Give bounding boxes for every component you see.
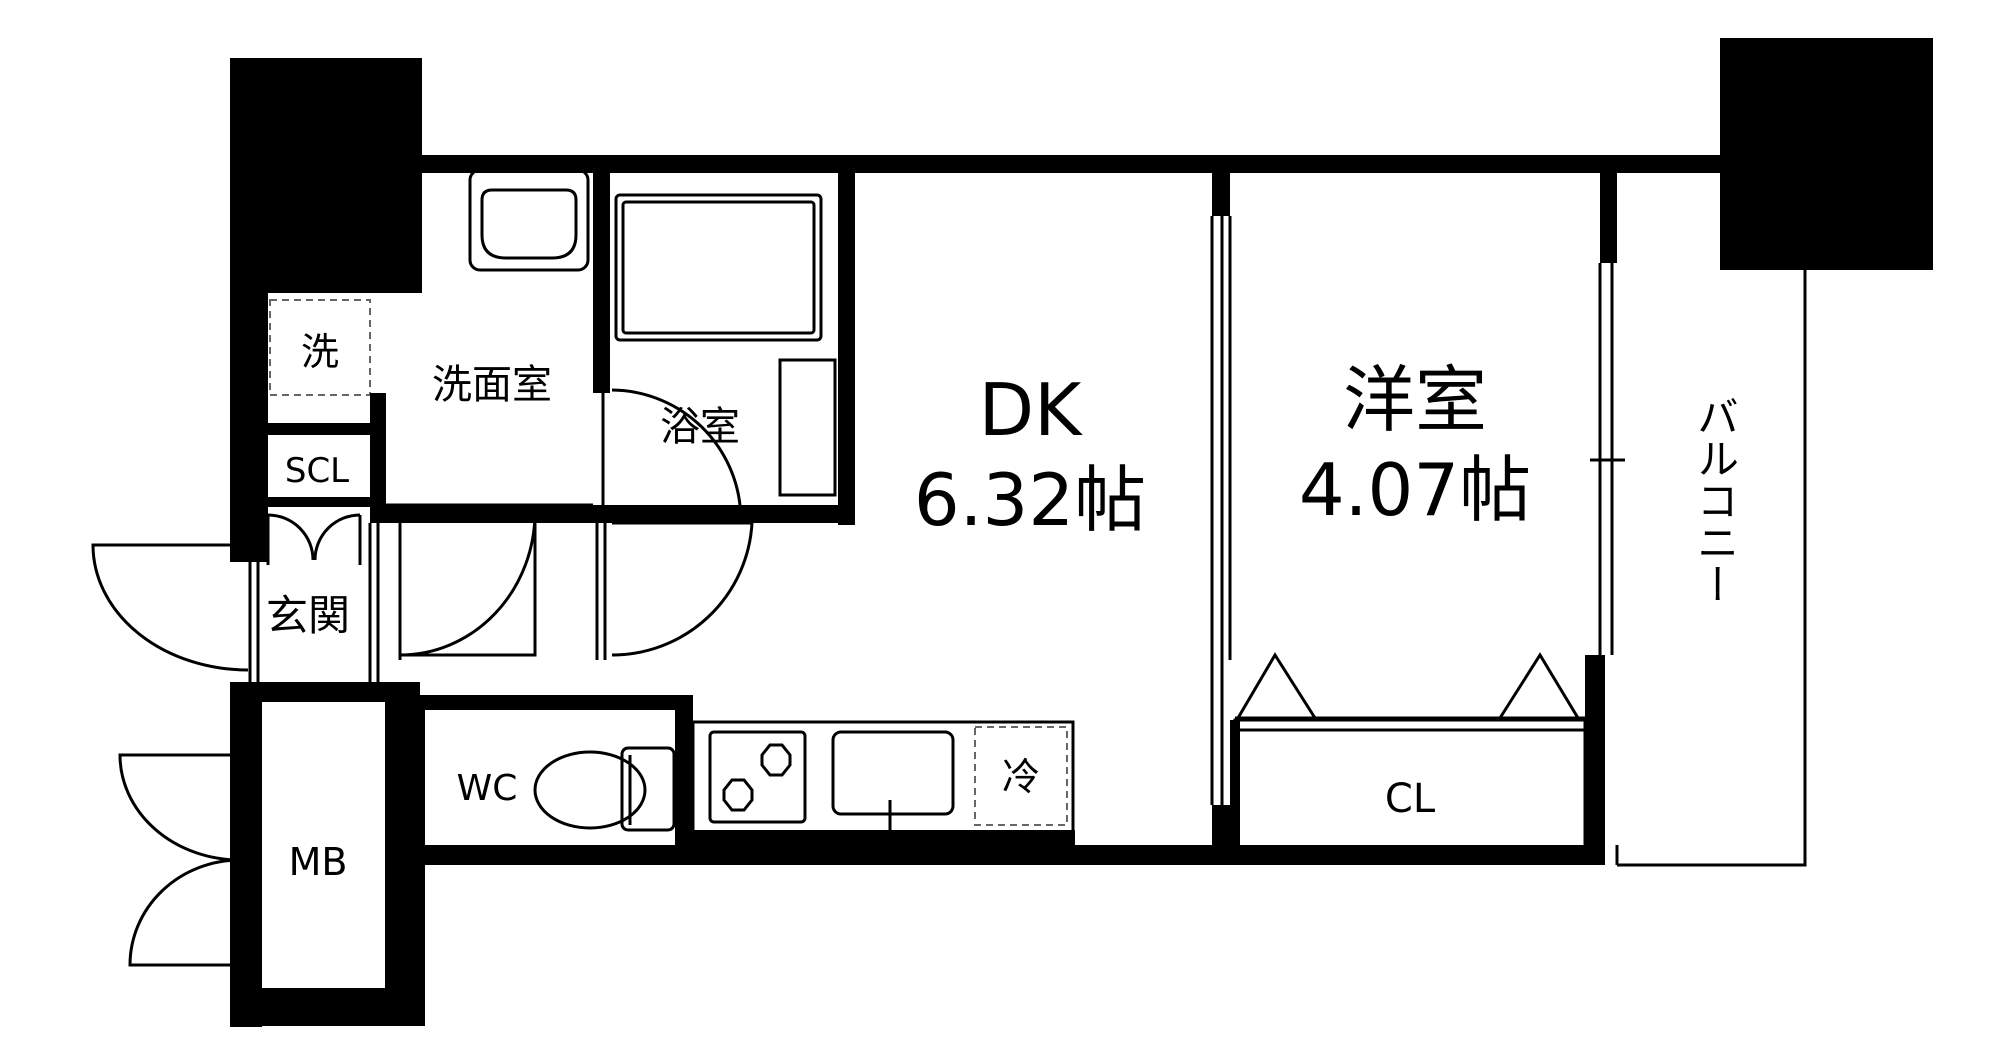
fridge-label: 冷 xyxy=(1002,755,1040,799)
washroom-label: 洗面室 xyxy=(432,362,552,408)
wall-western-right-lower xyxy=(1585,655,1605,850)
dk-room-name: DK xyxy=(979,368,1083,452)
closet-door-left xyxy=(1236,652,1317,719)
balcony-label: バルコニー xyxy=(1691,395,1740,605)
entrance-label: 玄関 xyxy=(266,591,350,640)
entrance-door xyxy=(91,543,249,672)
wash-basin-outer xyxy=(468,168,590,272)
bath-door-arc-upper xyxy=(611,388,742,506)
western-room-size: 4.07帖 xyxy=(1299,448,1531,532)
wall-kitchen-bottom xyxy=(690,830,1075,855)
kitchen-sink xyxy=(831,730,955,816)
toilet-bowl xyxy=(533,750,647,830)
wash-left-wall xyxy=(370,393,386,523)
scl-label: SCL xyxy=(285,451,349,491)
wall-left-upper xyxy=(230,280,268,540)
wall-top xyxy=(420,155,1725,173)
wall-western-right xyxy=(1600,168,1617,263)
dashed-boxes xyxy=(269,299,1068,826)
wall-mb-wc xyxy=(385,700,425,1025)
bath-counter xyxy=(778,358,837,497)
wall-bath-right xyxy=(838,170,855,525)
mb-door-upper xyxy=(118,753,241,862)
wall-wc-right xyxy=(675,695,693,855)
wall-dk-western xyxy=(1212,168,1230,216)
bathtub-inner xyxy=(621,200,816,335)
wall-scl-top xyxy=(265,423,385,435)
wall-wash-bath xyxy=(593,168,610,393)
column-top-right xyxy=(1720,38,1933,270)
wash-basin-bowl xyxy=(480,188,578,260)
scl-door-left xyxy=(266,513,315,565)
thin-lines xyxy=(91,168,1807,970)
bathroom-label: 浴室 xyxy=(660,404,740,450)
fridge-box xyxy=(974,726,1068,826)
kitchen-counter xyxy=(691,720,1075,834)
wall-scl-bottom xyxy=(265,497,385,507)
closet-box xyxy=(1233,718,1587,852)
toilet-tank xyxy=(620,746,676,832)
burner-2 xyxy=(722,778,754,812)
washer-box xyxy=(269,299,371,396)
bath-door xyxy=(611,521,754,657)
walls xyxy=(230,38,1933,1027)
wall-left-lower xyxy=(230,682,262,1027)
stove xyxy=(708,730,807,824)
cl-label: CL xyxy=(1385,776,1436,822)
mb-label: MB xyxy=(289,840,348,884)
wc-label: WC xyxy=(457,768,518,809)
washer-label: 洗 xyxy=(301,330,339,374)
scl-door-right xyxy=(313,513,362,565)
wall-dk-cl xyxy=(1212,805,1230,855)
hall-door xyxy=(399,510,537,657)
wall-mb-top xyxy=(230,682,420,702)
mb-door-lower xyxy=(128,858,241,967)
wall-bath-bottom xyxy=(370,505,855,523)
western-room-name: 洋室 xyxy=(1343,358,1487,442)
closet-door-right xyxy=(1498,652,1580,719)
column-top-left xyxy=(230,58,422,293)
dk-room-size: 6.32帖 xyxy=(914,458,1146,542)
balcony-outline xyxy=(1617,270,1807,867)
burner-1 xyxy=(760,743,792,777)
bathtub xyxy=(614,193,823,342)
